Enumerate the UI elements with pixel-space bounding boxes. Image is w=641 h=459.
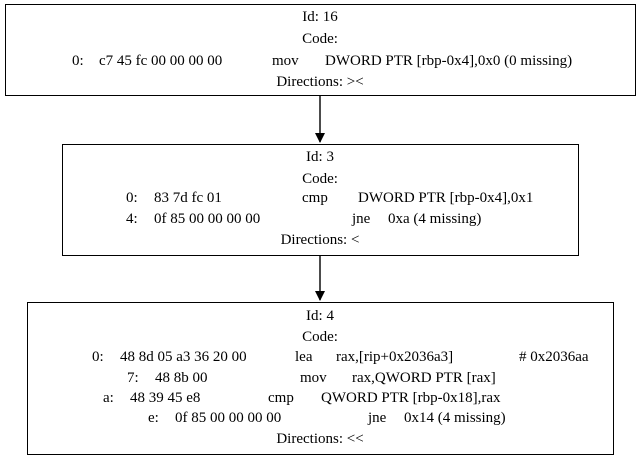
node-3 bbox=[62, 144, 579, 256]
code-mnemonic: jne bbox=[368, 410, 387, 426]
code-bytes: 48 8b 00 bbox=[155, 370, 208, 386]
node-code-label: Code: bbox=[302, 31, 338, 47]
code-mnemonic: lea bbox=[295, 349, 313, 365]
node-code-label: Code: bbox=[302, 329, 338, 345]
code-offset: 4: bbox=[126, 211, 138, 227]
node-directions: Directions: << bbox=[276, 431, 364, 447]
code-operands: 0xa (4 missing) bbox=[388, 211, 482, 227]
code-bytes: 83 7d fc 01 bbox=[154, 190, 222, 206]
code-operands: 0x14 (4 missing) bbox=[404, 410, 506, 426]
code-offset: 7: bbox=[127, 370, 139, 386]
code-mnemonic: cmp bbox=[302, 190, 328, 206]
code-bytes: 0f 85 00 00 00 00 bbox=[154, 211, 261, 227]
code-offset: e: bbox=[148, 410, 159, 426]
code-comment: # 0x2036aa bbox=[519, 349, 589, 365]
code-offset: 0: bbox=[72, 53, 84, 69]
code-operands: DWORD PTR [rbp-0x4],0x0 (0 missing) bbox=[325, 53, 573, 69]
code-operands: rax,[rip+0x2036a3] bbox=[336, 349, 454, 365]
code-offset: 0: bbox=[126, 190, 138, 206]
node-code-label: Code: bbox=[302, 171, 338, 187]
node-4 bbox=[27, 302, 614, 455]
node-id-label: Id: 3 bbox=[306, 149, 334, 165]
node-directions: Directions: < bbox=[280, 232, 360, 248]
node-id-label: Id: 16 bbox=[302, 9, 338, 25]
node-16 bbox=[5, 4, 636, 96]
code-operands: DWORD PTR [rbp-0x4],0x1 bbox=[358, 190, 534, 206]
code-operands: QWORD PTR [rbp-0x18],rax bbox=[321, 390, 501, 406]
code-bytes: c7 45 fc 00 00 00 00 bbox=[99, 53, 223, 69]
code-bytes: 48 8d 05 a3 36 20 00 bbox=[120, 349, 247, 365]
code-mnemonic: cmp bbox=[268, 390, 294, 406]
code-bytes: 0f 85 00 00 00 00 bbox=[175, 410, 282, 426]
code-operands: rax,QWORD PTR [rax] bbox=[352, 370, 496, 386]
code-bytes: 48 39 45 e8 bbox=[130, 390, 201, 406]
code-mnemonic: mov bbox=[300, 370, 327, 386]
code-mnemonic: mov bbox=[272, 53, 299, 69]
code-mnemonic: jne bbox=[352, 211, 371, 227]
node-directions: Directions: >< bbox=[276, 74, 364, 90]
node-id-label: Id: 4 bbox=[306, 308, 334, 324]
code-offset: a: bbox=[103, 390, 114, 406]
code-offset: 0: bbox=[92, 349, 104, 365]
